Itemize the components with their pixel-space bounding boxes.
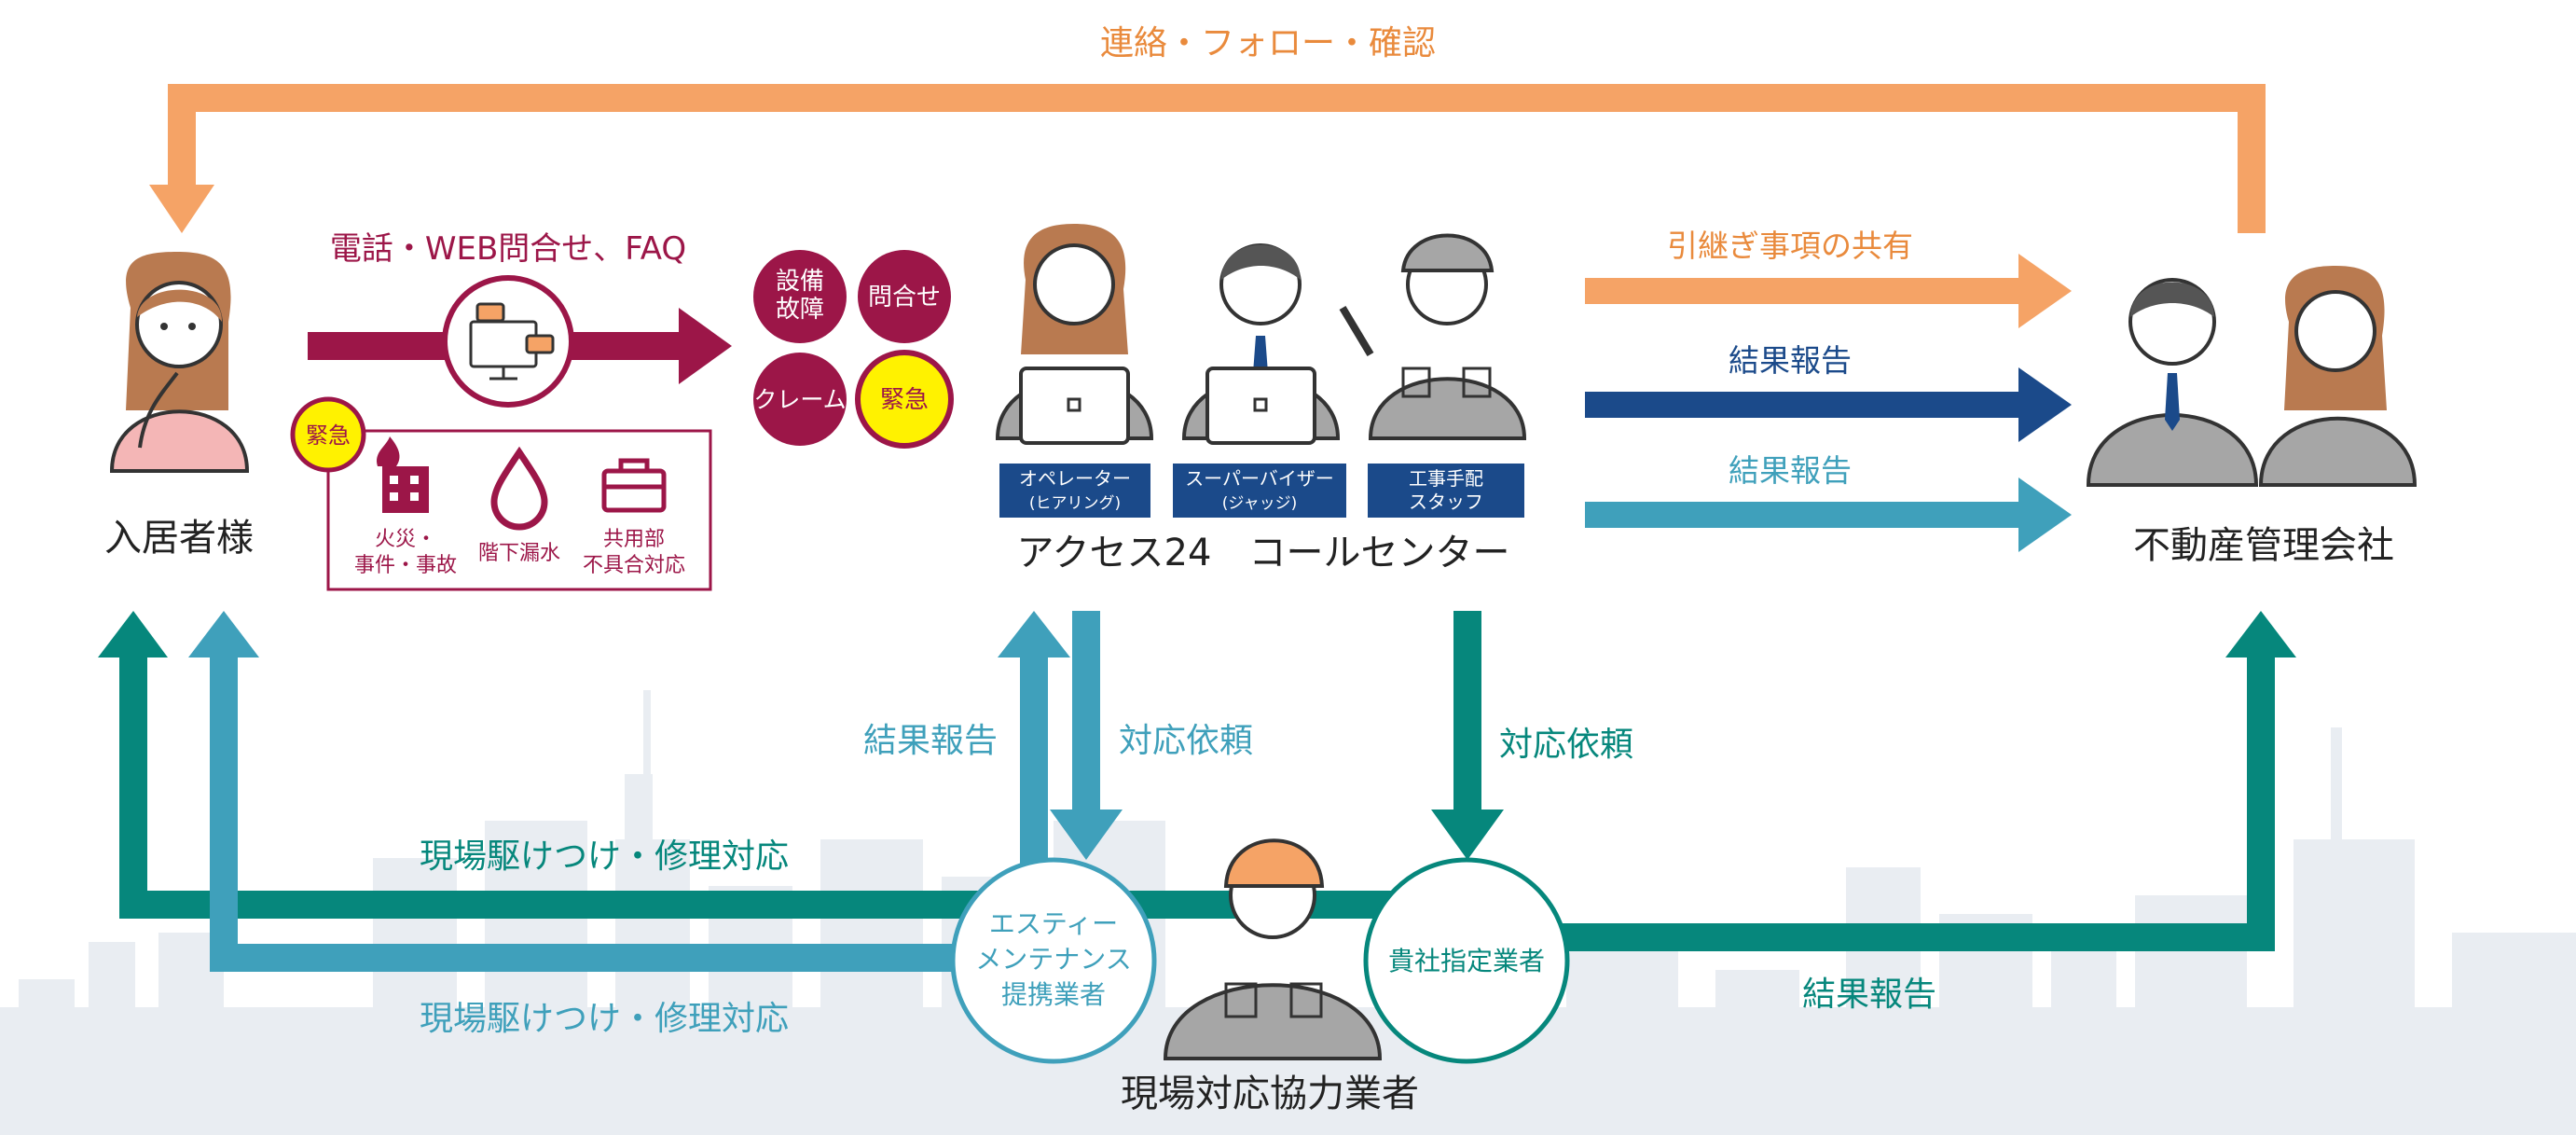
monitor-chat-icon [469,302,555,381]
navy-result-label: 結果報告 [1729,342,1852,379]
middle-request-right-label: 対応依頼 [1499,726,1633,764]
construction-staff-person-icon [1339,233,1527,440]
blue-result-up-arrow [998,611,1070,867]
bubble-facility-label: 設備故障 [776,268,824,324]
handover-arrow [1585,254,2072,328]
emergency-item-fire-label: 火災・事件・事故 [354,528,457,577]
st-maintenance-partner-circle [950,857,1157,1064]
top-loop-arrow [149,84,2266,233]
tenant-label: 入居者様 [104,517,254,560]
inquiry-label: 電話・WEB問合せ、FAQ [330,230,686,268]
tenant-person-icon [109,252,250,473]
bubble-emergency [855,350,954,449]
call-center-label: アクセス24 コールセンター [1017,532,1510,574]
blue-onsite-arrow [188,611,974,972]
bubble-complaint [753,353,847,446]
blue-result-arrow [1585,478,2072,552]
middle-request-left-label: 対応依頼 [1119,722,1253,760]
teal-request-down-arrow [1431,611,1504,860]
emergency-item-leak-label: 階下漏水 [478,542,560,565]
blue-onsite-label: 現場駆けつけ・修理対応 [420,1000,789,1038]
operator-person-icon [995,224,1154,445]
company-label: 不動産管理会社 [2133,524,2394,567]
teal-result-arrow [1548,611,2296,951]
company-person-man-icon [2086,278,2259,487]
designated-partner-label: 貴社指定業者 [1388,946,1545,976]
water-drop-icon [490,446,548,531]
handover-label: 引継ぎ事項の共有 [1667,228,1913,264]
middle-result-label: 結果報告 [863,722,998,760]
emergency-badge [290,396,366,473]
bubble-complaint-label: クレーム [753,386,846,413]
role-operator-label: オペレーター(ヒアリング) [1019,467,1131,513]
bubble-inquiry-label: 問合せ [868,284,941,311]
company-person-woman-icon [2258,266,2418,487]
designated-partner-circle [1363,857,1570,1064]
inquiry-bubbles: 設備故障 問合せ クレーム 緊急 [753,250,954,449]
bubble-facility [753,250,847,343]
toolbox-icon [601,458,667,513]
role-labels: オペレーター(ヒアリング) スーパーバイザー(ジャッジ) 工事手配スタッフ [999,464,1524,518]
fire-building-icon [376,436,429,513]
supervisor-person-icon [1181,243,1341,445]
emergency-item-common-label: 共用部不具合対応 [583,528,685,577]
field-worker-person-icon [1163,838,1383,1060]
blue-result-label: 結果報告 [1729,452,1852,489]
bubble-emergency-label: 緊急 [880,386,929,414]
navy-result-arrow [1585,367,2072,442]
teal-onsite-label: 現場駆けつけ・修理対応 [420,837,789,876]
blue-request-down-arrow [1050,611,1123,860]
role-supervisor-label: スーパーバイザー(ジャッジ) [1185,467,1334,513]
st-maintenance-partner-label: エスティーメンテナンス提携業者 [975,908,1131,1010]
bubble-inquiry [858,250,951,343]
top-loop-label: 連絡・フォロー・確認 [1100,24,1436,62]
field-partners-label: 現場対応協力業者 [1121,1073,1419,1115]
bottom-result-label: 結果報告 [1802,976,1936,1014]
emergency-box: 緊急 火災・事件・事故 階下漏水 共用部不具合対応 [290,396,712,591]
emergency-badge-label: 緊急 [306,422,351,449]
role-construction-label: 工事手配スタッフ [1409,467,1483,513]
